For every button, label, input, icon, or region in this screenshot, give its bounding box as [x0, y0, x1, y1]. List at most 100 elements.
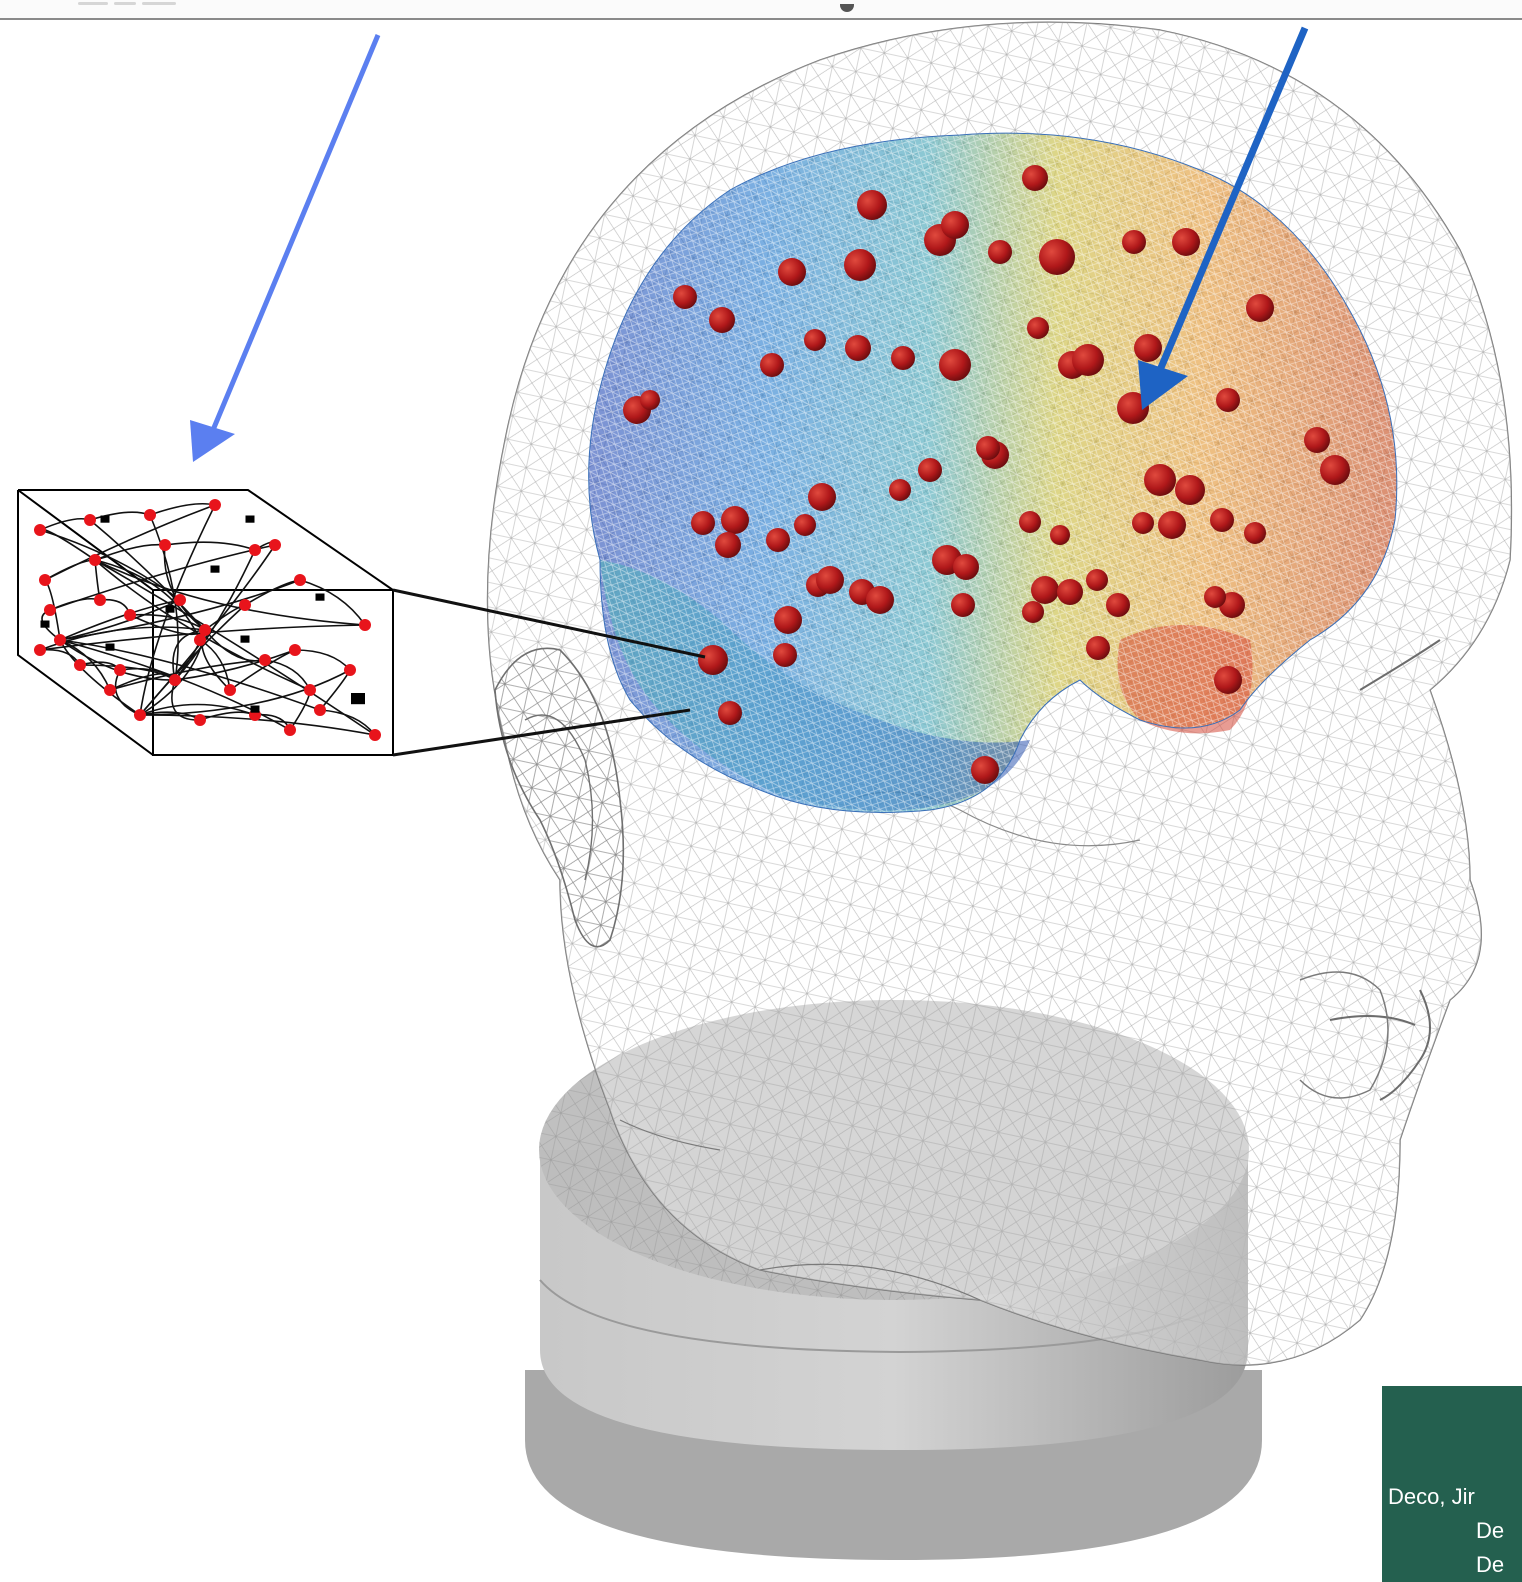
brain-node: [1086, 636, 1110, 660]
inset-neuron-dot: [34, 524, 46, 536]
brain-node: [889, 479, 911, 501]
brain-node: [673, 285, 697, 309]
brain-node: [951, 593, 975, 617]
brain-node: [1039, 239, 1075, 275]
brain-node: [971, 756, 999, 784]
brain-node: [1172, 228, 1200, 256]
brain-node: [1144, 464, 1176, 496]
citation-box: Deco, Jir De De: [1382, 1386, 1522, 1582]
inset-neuron-dot: [259, 654, 271, 666]
brain-node: [808, 483, 836, 511]
brain-node: [1122, 230, 1146, 254]
brain-node: [640, 390, 660, 410]
citation-line-2: De: [1476, 1518, 1504, 1544]
inset-neuron-dot: [104, 684, 116, 696]
brain-node: [766, 528, 790, 552]
brain-node: [1031, 576, 1059, 604]
inset-neuron-dot: [369, 729, 381, 741]
brain-node: [1244, 522, 1266, 544]
brain-node: [1246, 294, 1274, 322]
brain-node: [1106, 593, 1130, 617]
inset-neuron-dot: [314, 704, 326, 716]
inset-neuron-dot: [249, 544, 261, 556]
inset-interneuron-square: [251, 706, 260, 713]
brain-node: [939, 349, 971, 381]
brain-node: [721, 506, 749, 534]
inset-neuron-dot: [289, 644, 301, 656]
brain-node: [1175, 475, 1205, 505]
brain-node: [1210, 508, 1234, 532]
inset-neuron-dot: [304, 684, 316, 696]
brain-node: [774, 606, 802, 634]
brain-node: [709, 307, 735, 333]
inset-interneuron-square: [351, 693, 365, 704]
inset-neuron-dot: [74, 659, 86, 671]
inset-neuron-dot: [269, 539, 281, 551]
inset-neuron-dot: [89, 554, 101, 566]
inset-neuron-dot: [174, 594, 186, 606]
brain-node: [1086, 569, 1108, 591]
brain-node: [988, 240, 1012, 264]
brain-node: [976, 436, 1000, 460]
brain-node: [891, 346, 915, 370]
brain-node: [760, 353, 784, 377]
brain-node: [1072, 344, 1104, 376]
brain-node: [941, 211, 969, 239]
arrow-down-left-icon: [190, 35, 378, 462]
inset-neuron-dot: [34, 644, 46, 656]
inset-interneuron-square: [246, 516, 255, 523]
inset-neuron-dot: [84, 514, 96, 526]
inset-neuron-dot: [124, 609, 136, 621]
brain-node: [1134, 334, 1162, 362]
inset-neuron-dot: [54, 634, 66, 646]
brain-node: [1050, 525, 1070, 545]
inset-neuron-dot: [209, 499, 221, 511]
inset-neuron-dot: [144, 509, 156, 521]
inset-interneuron-square: [241, 636, 250, 643]
brain-node: [1204, 586, 1226, 608]
brain-node: [1027, 317, 1049, 339]
brain-node: [718, 701, 742, 725]
brain-node: [1214, 666, 1242, 694]
inset-neuron-dot: [284, 724, 296, 736]
brain-node: [844, 249, 876, 281]
brain-node: [918, 458, 942, 482]
brain-node: [778, 258, 806, 286]
inset-neuron-dot: [44, 604, 56, 616]
inset-interneuron-square: [166, 606, 175, 613]
inset-neuron-dot: [224, 684, 236, 696]
citation-line-1: Deco, Jir: [1388, 1484, 1475, 1510]
brain-node: [857, 190, 887, 220]
brain-node: [816, 566, 844, 594]
inset-neuron-dot: [294, 574, 306, 586]
inset-neuron-dot: [94, 594, 106, 606]
brain-node: [773, 643, 797, 667]
brain-node: [698, 645, 728, 675]
inset-interneuron-square: [106, 644, 115, 651]
citation-line-3: De: [1476, 1552, 1504, 1578]
brain-node: [1057, 579, 1083, 605]
inset-neuron-dot: [114, 664, 126, 676]
brain-node: [1022, 601, 1044, 623]
inset-neuron-dot: [344, 664, 356, 676]
inset-neuron-dot: [359, 619, 371, 631]
brain-node: [1019, 511, 1041, 533]
brain-node: [1304, 427, 1330, 453]
inset-neuron-dot: [169, 674, 181, 686]
brain-node: [715, 532, 741, 558]
inset-neuron-dot: [159, 539, 171, 551]
brain-node: [1216, 388, 1240, 412]
brain-node: [1022, 165, 1048, 191]
inset-interneuron-square: [41, 621, 50, 628]
inset-interneuron-square: [101, 516, 110, 523]
inset-neuron-dot: [194, 634, 206, 646]
inset-neuron-dot: [134, 709, 146, 721]
brain-node: [794, 514, 816, 536]
inset-neuron-dot: [39, 574, 51, 586]
brain-node: [804, 329, 826, 351]
brain-node: [1158, 511, 1186, 539]
brain-node: [953, 554, 979, 580]
inset-interneuron-square: [211, 566, 220, 573]
brain-node: [1320, 455, 1350, 485]
